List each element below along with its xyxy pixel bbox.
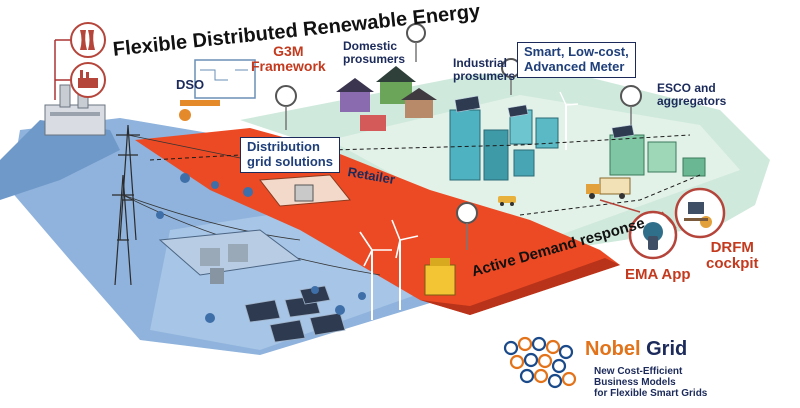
tagline-line3: for Flexible Smart Grids	[594, 388, 708, 399]
drfm-label-line1: DRFM	[710, 239, 754, 256]
communication-dashed-line	[149, 134, 691, 161]
factory-icon	[70, 62, 106, 98]
house-icon	[336, 66, 437, 131]
left-hill	[0, 120, 120, 200]
wordmark-part2: Grid	[646, 338, 688, 360]
distribution-grid-callout: Distribution grid solutions	[240, 137, 340, 173]
transmission-tower-icon	[116, 124, 140, 241]
dso-control-room-icon	[179, 59, 256, 121]
industrial-label-line2: prosumers	[453, 68, 516, 83]
g3m-label-line1: G3M	[273, 43, 304, 59]
truck-icon	[586, 177, 631, 199]
domestic-label-line1: Domestic	[343, 39, 398, 53]
g3m-label-line2: Framework	[251, 57, 326, 74]
solar-panel-icon	[244, 285, 346, 343]
tagline-line1: New Cost-Efficient	[594, 366, 683, 377]
nobel-grid-wordmark: Nobel Grid	[585, 339, 687, 360]
drfm-label-line2: cockpit	[706, 254, 759, 272]
power-plant-icon	[44, 84, 106, 136]
esco-label-line1: ESCO and	[657, 81, 716, 95]
red-distribution-zone	[135, 128, 620, 315]
tree-icon	[156, 173, 366, 323]
nobel-grid-logo-icon	[503, 336, 577, 389]
meter-callout-line2: Advanced Meter	[524, 58, 625, 74]
drfm-cockpit-label: DRFM cockpit	[706, 240, 759, 272]
solar-panel-icon	[454, 95, 635, 139]
domestic-label-line2: prosumers	[343, 51, 406, 66]
aggregator-building-icon	[609, 134, 706, 177]
cooling-tower-icon	[70, 22, 106, 58]
connector-line	[661, 211, 677, 229]
domestic-prosumers-label: Domestic prosumers	[343, 40, 405, 65]
grid-callout-line2: grid solutions	[247, 153, 333, 169]
esco-label-line2: aggregators	[657, 93, 727, 108]
industrial-label-line1: Industrial	[453, 56, 508, 70]
smart-meter-station-icon	[424, 258, 456, 296]
grid-callout-line1: Distribution	[247, 139, 320, 154]
car-icon	[498, 196, 516, 206]
green-zone-pavement	[330, 95, 740, 235]
distribution-substation-icon	[259, 174, 351, 207]
connector-line	[599, 199, 641, 213]
smart-meter-icon	[275, 23, 642, 250]
red-zone-front-edge	[420, 258, 620, 315]
smart-meter-callout: Smart, Low-cost, Advanced Meter	[517, 42, 636, 78]
communication-dashed-line	[519, 174, 701, 216]
nobel-grid-tagline: New Cost-Efficient Business Models for F…	[594, 366, 707, 399]
g3m-framework-label: G3M Framework	[251, 44, 326, 73]
wordmark-part1: Nobel	[585, 338, 641, 360]
esco-aggregators-label: ESCO and aggregators	[657, 82, 726, 107]
substation-icon	[158, 229, 302, 284]
smartphone-icon	[628, 210, 678, 260]
meter-callout-line1: Smart, Low-cost,	[524, 44, 629, 59]
ema-app-label: EMA App	[625, 266, 691, 283]
desktop-user-icon	[674, 187, 726, 239]
tagline-line2: Business Models	[594, 377, 676, 388]
industrial-prosumers-label: Industrial prosumers	[453, 57, 515, 82]
dso-label: DSO	[176, 77, 205, 92]
office-building-icon	[449, 109, 559, 181]
